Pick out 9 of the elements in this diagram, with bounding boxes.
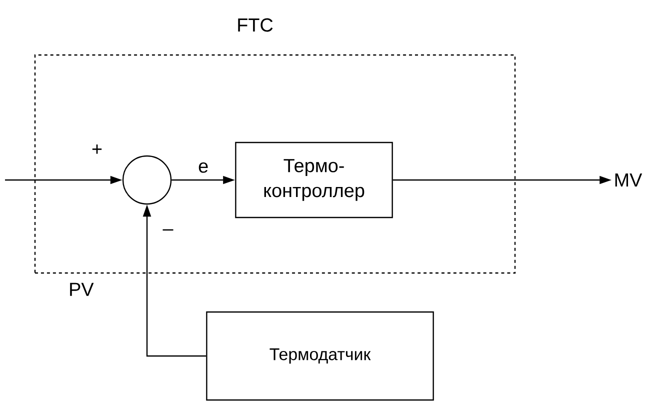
summing-junction — [122, 155, 172, 205]
sign-label: + — [92, 144, 102, 154]
block-box: Термодатчик — [206, 311, 434, 401]
edge-label: e — [198, 162, 208, 173]
block-box: Термо- контроллер — [235, 142, 393, 218]
group-title: FTC — [238, 18, 273, 32]
edge-label: PV — [70, 282, 94, 296]
sign-label: – — [162, 229, 174, 231]
signal-label: MV — [615, 174, 642, 187]
